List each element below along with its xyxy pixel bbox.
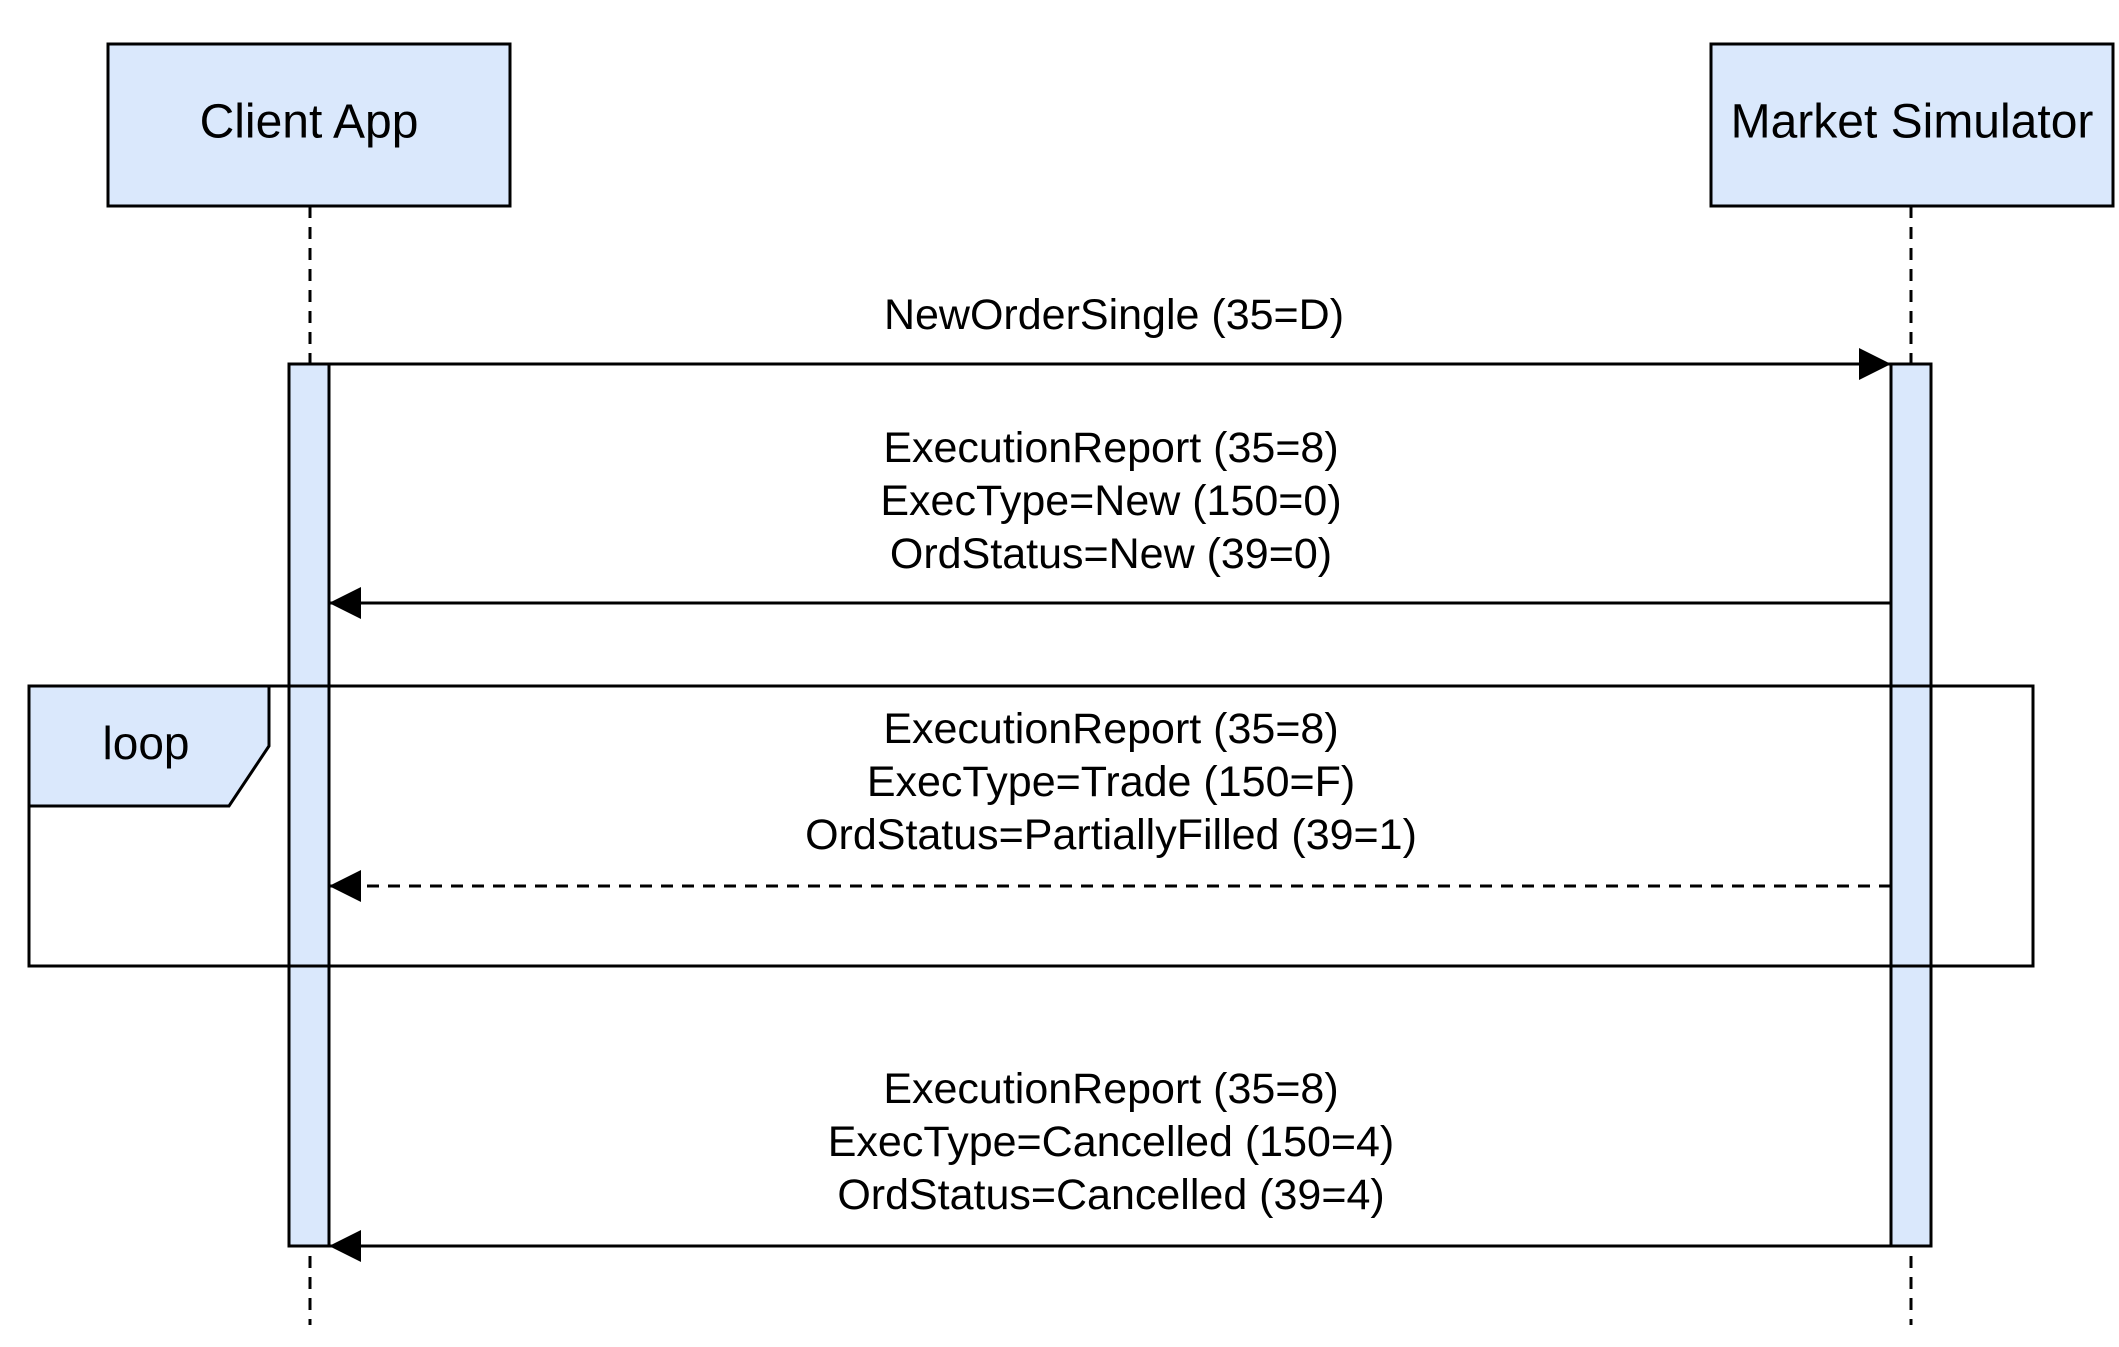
participant-market-simulator: Market Simulator [1709,42,2115,208]
message-label-line-3: OrdStatus=Cancelled (39=4) [837,1171,1384,1219]
participant-label: Client App [200,96,419,149]
message-execution-report-trade: ExecutionReport (35=8) ExecType=Trade (1… [329,705,1891,902]
loop-fragment: loop [27,684,2035,968]
loop-frame [27,684,2035,968]
client-activation-bar [287,362,331,1248]
participant-box [1709,42,2115,208]
loop-label-tab [27,684,271,808]
participant-label: Market Simulator [1731,96,2094,149]
loop-label: loop [103,717,190,769]
message-execution-report-cancelled: ExecutionReport (35=8) ExecType=Cancelle… [329,1065,1891,1262]
participant-client-app: Client App [106,42,512,208]
message-label: NewOrderSingle (35=D) [884,291,1344,339]
message-label-line-3: OrdStatus=PartiallyFilled (39=1) [805,811,1417,859]
message-label-line-1: ExecutionReport (35=8) [883,424,1338,472]
market-activation-bar [1889,362,1933,1248]
message-label-line-2: ExecType=Trade (150=F) [867,758,1355,806]
message-label-line-3: OrdStatus=New (39=0) [890,530,1332,578]
message-label-line-1: ExecutionReport (35=8) [883,705,1338,753]
message-execution-report-new: ExecutionReport (35=8) ExecType=New (150… [329,424,1891,619]
message-new-order-single: NewOrderSingle (35=D) [329,291,1891,380]
message-label-line-2: ExecType=New (150=0) [880,477,1341,525]
participant-box [106,42,512,208]
message-label-line-1: ExecutionReport (35=8) [883,1065,1338,1113]
message-label-line-2: ExecType=Cancelled (150=4) [828,1118,1395,1166]
